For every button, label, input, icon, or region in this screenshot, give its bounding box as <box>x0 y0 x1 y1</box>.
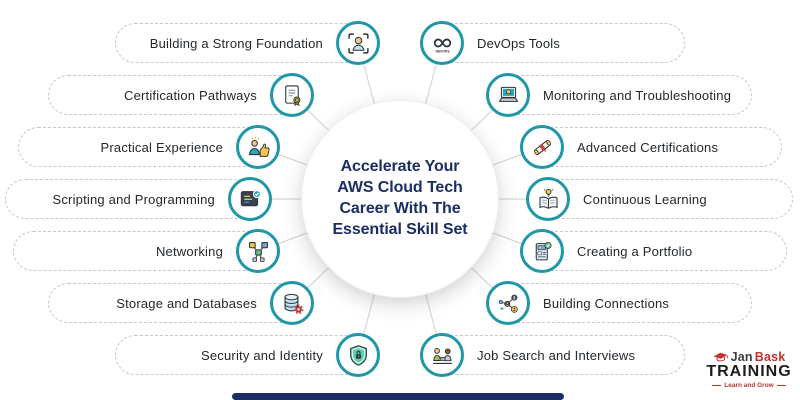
skill-label: Security and Identity <box>201 347 323 363</box>
pill-continuous-learning: Continuous Learning <box>526 179 793 219</box>
center-title-circle: Accelerate Your AWS Cloud Tech Career Wi… <box>302 101 498 297</box>
footer-accent-bar <box>232 393 564 400</box>
certified-document-icon <box>270 73 314 117</box>
people-network-icon <box>486 281 530 325</box>
tagline-rule-left <box>712 385 722 386</box>
skill-label: Building a Strong Foundation <box>149 35 323 51</box>
skill-label: Creating a Portfolio <box>577 243 693 259</box>
center-title-line: Essential Skill Set <box>332 220 468 238</box>
code-window-icon <box>228 177 272 221</box>
center-title-line: Career With The <box>339 200 461 217</box>
pill-storage-databases: Storage and Databases <box>48 283 314 323</box>
database-gear-icon <box>270 281 314 325</box>
shield-lock-icon <box>336 333 380 377</box>
logo-tagline: Learn and Grow <box>712 382 786 389</box>
face-scan-icon <box>336 21 380 65</box>
skill-label: Monitoring and Troubleshooting <box>543 87 732 103</box>
pill-creating-portfolio: Creating a Portfolio <box>520 231 787 271</box>
resume-check-icon <box>520 229 564 273</box>
center-title-line: AWS Cloud Tech <box>337 179 463 197</box>
pill-networking: Networking <box>13 231 280 271</box>
network-nodes-icon <box>236 229 280 273</box>
skill-label: Certification Pathways <box>123 87 257 103</box>
skill-label: Practical Experience <box>100 139 223 155</box>
pill-scripting-programming: Scripting and Programming <box>5 179 272 219</box>
center-title-line: Accelerate Your <box>340 158 460 176</box>
pill-security-identity: Security and Identity <box>115 335 380 375</box>
person-thumbs-up-icon <box>236 125 280 169</box>
interview-people-icon <box>420 333 464 377</box>
brand-jan: Jan <box>730 350 753 364</box>
brand-training: TRAINING <box>706 363 792 380</box>
skill-label: Advanced Certifications <box>577 139 719 155</box>
skill-label: DevOps Tools <box>477 35 561 51</box>
pill-monitoring-troubleshooting: Monitoring and Troubleshooting <box>486 75 752 115</box>
skill-label: Storage and Databases <box>116 295 257 311</box>
skill-label: Continuous Learning <box>583 191 707 207</box>
skill-label: Building Connections <box>543 295 670 311</box>
skill-label: Job Search and Interviews <box>477 347 636 363</box>
pill-job-search-interviews: Job Search and Interviews <box>420 335 685 375</box>
laptop-alert-icon <box>486 73 530 117</box>
book-bulb-icon <box>526 177 570 221</box>
pill-certification-pathways: Certification Pathways <box>48 75 314 115</box>
tagline-rule-right <box>776 385 786 386</box>
skill-label: Scripting and Programming <box>52 191 215 207</box>
brand-bask: Bask <box>754 350 786 364</box>
svg-text:DEVOPS: DEVOPS <box>435 49 450 53</box>
graduation-cap-icon <box>713 352 728 362</box>
pill-building-connections: Building Connections <box>486 283 752 323</box>
skill-label: Networking <box>155 243 223 259</box>
diploma-scroll-icon <box>520 125 564 169</box>
devops-infinity-icon: DEVOPS <box>420 21 464 65</box>
tagline-text: Learn and Grow <box>724 382 774 389</box>
